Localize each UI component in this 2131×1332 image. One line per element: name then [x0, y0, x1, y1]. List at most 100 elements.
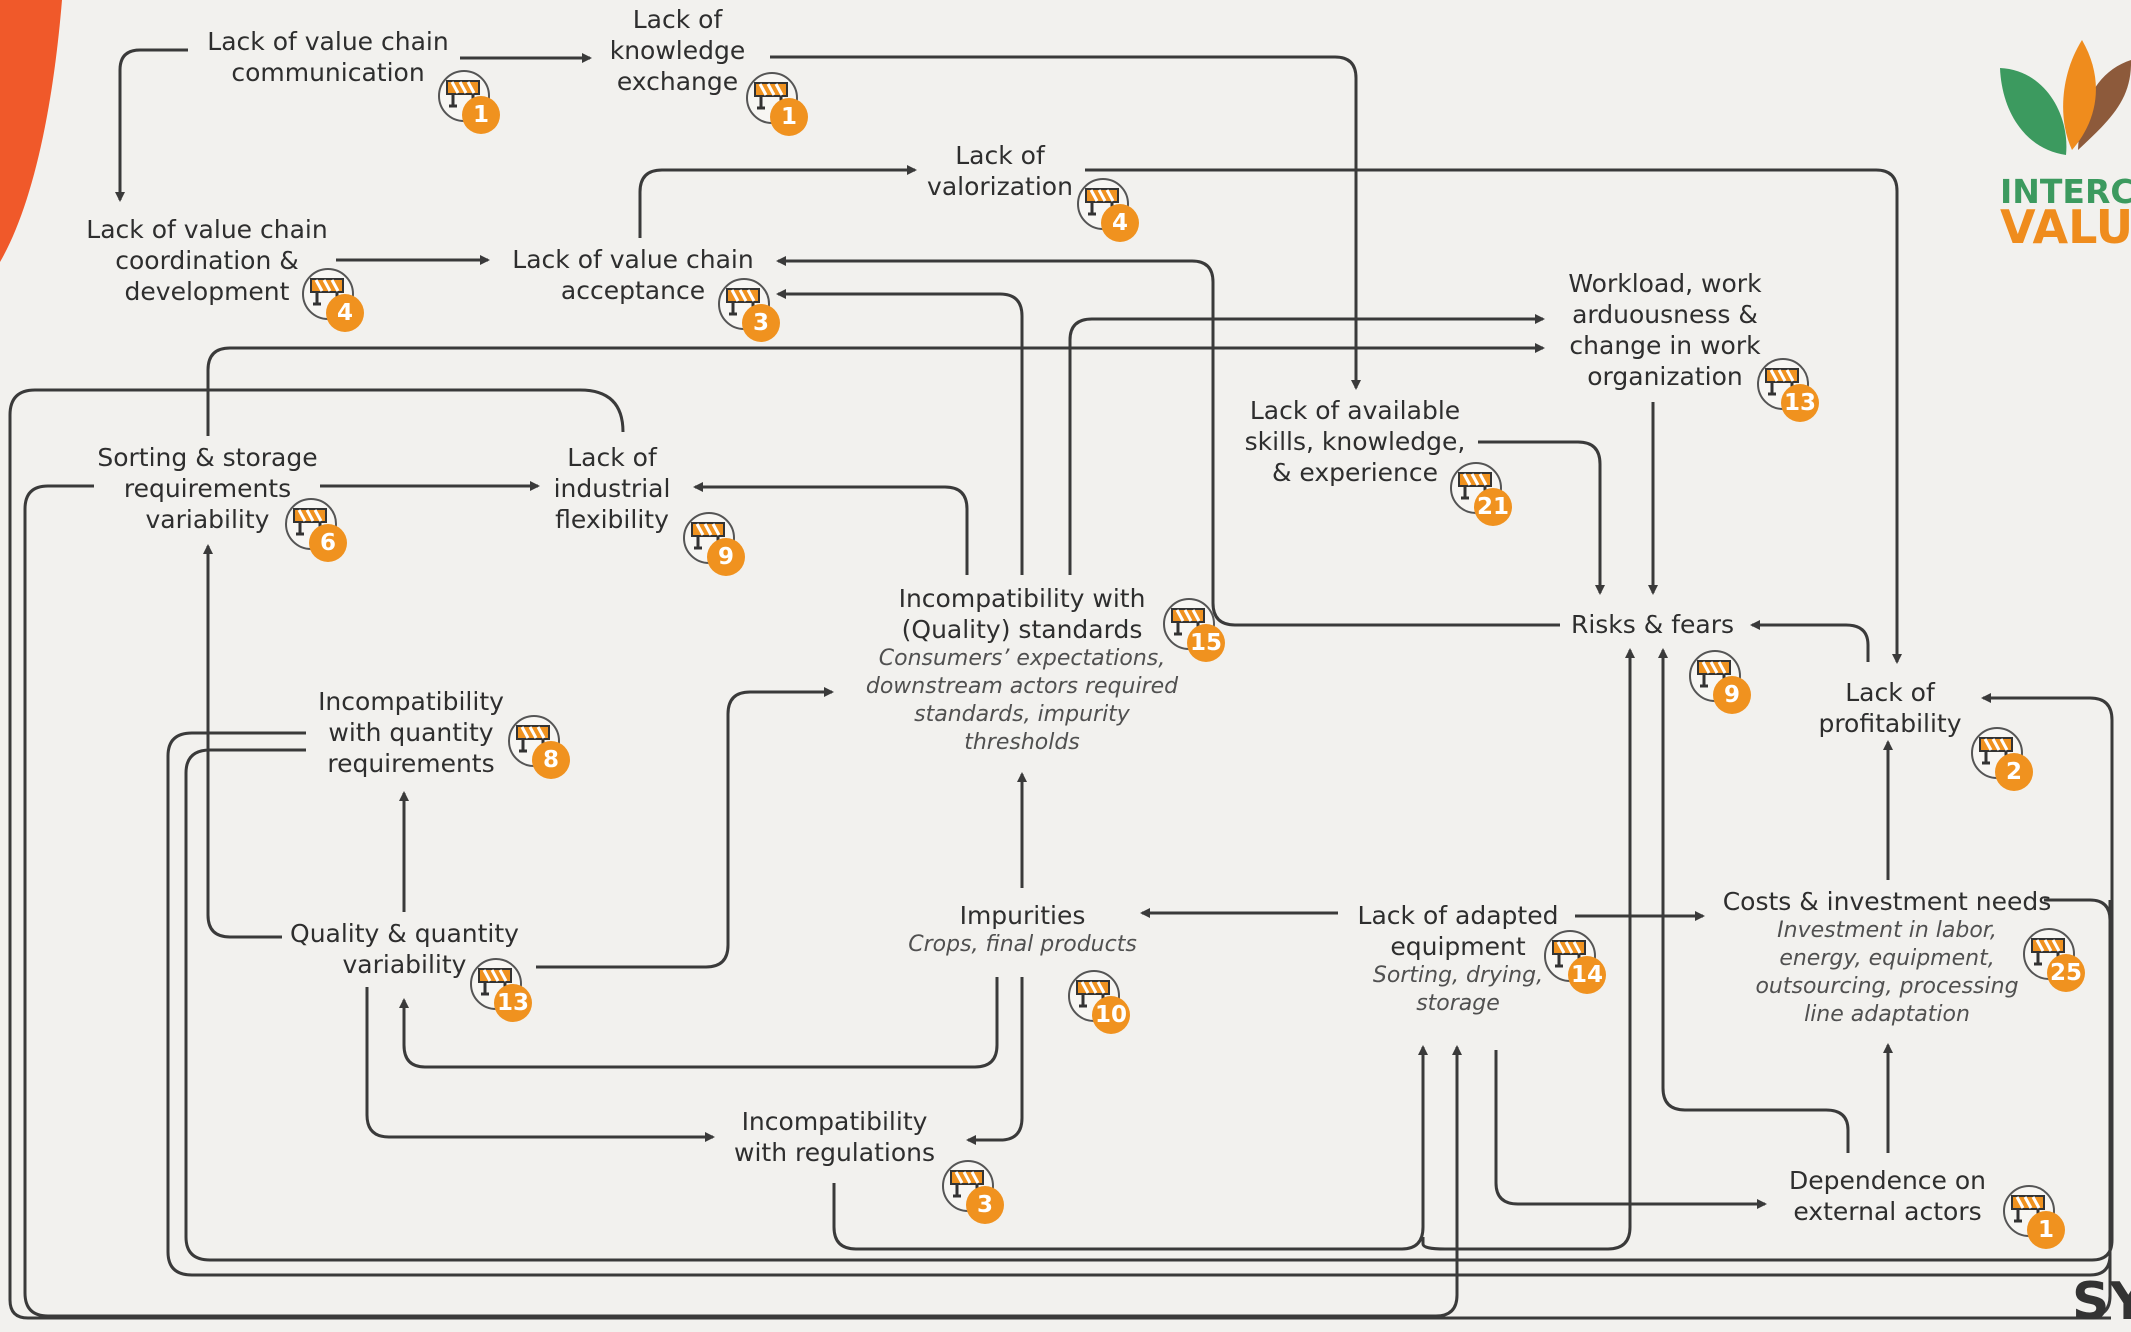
- barrier-badge: 13: [1757, 358, 1819, 422]
- barrier-badge: 3: [942, 1160, 1004, 1224]
- barrier-icon: [950, 1170, 984, 1198]
- node-title: Incompatibility with(Quality) standards: [898, 584, 1146, 644]
- arrow-quality-variability-to-regulations: [365, 987, 715, 1142]
- barrier-badge: 10: [1068, 970, 1130, 1034]
- arrow-quality-variability-to-sorting: [203, 544, 282, 939]
- arrow-skills-to-risks: [1478, 440, 1605, 595]
- barrier-count: 3: [742, 304, 780, 342]
- node-impurities: Impurities Crops, final products: [890, 900, 1155, 959]
- arrow-acceptance-to-valorization: [638, 165, 917, 238]
- logo-line-2: VALUE: [2000, 200, 2131, 254]
- node-risks-fears: Risks & fears: [1560, 609, 1745, 640]
- arrow-valorization-to-profitability: [1085, 168, 1902, 664]
- barrier-count: 1: [770, 98, 808, 136]
- barrier-count: 8: [532, 741, 570, 779]
- barrier-count: 4: [326, 294, 364, 332]
- barrier-count: 13: [1781, 384, 1819, 422]
- barrier-badge: 1: [746, 72, 808, 136]
- barrier-count: 14: [1568, 956, 1606, 994]
- arrow-standards-to-industrial-flexibility: [693, 482, 969, 575]
- barrier-count: 9: [707, 538, 745, 576]
- arrow-regulations-to-equipment: [832, 1045, 1428, 1251]
- barrier-count: 10: [1092, 996, 1130, 1034]
- node-title: Risks & fears: [1570, 610, 1735, 639]
- barrier-icon: [1697, 660, 1731, 688]
- node-subtitle: Crops, final products: [908, 932, 1137, 957]
- logo-leaf-brown: [2078, 60, 2131, 150]
- node-title: Impurities: [959, 901, 1086, 930]
- barrier-count: 1: [2027, 1211, 2065, 1249]
- arrow-equipment-to-dependence: [1494, 1050, 1767, 1209]
- barrier-icon: [1765, 368, 1799, 396]
- barrier-badge: 15: [1163, 598, 1225, 662]
- barrier-icon: [293, 508, 327, 536]
- barrier-badge: 2: [1971, 727, 2033, 791]
- barrier-badge: 13: [470, 958, 532, 1022]
- decor-red-shape: [0, 0, 62, 262]
- node-title: Costs & investment needs: [1722, 887, 2052, 916]
- barrier-icon: [726, 288, 760, 316]
- barrier-count: 21: [1474, 488, 1512, 526]
- logo-leaf-orange: [2063, 40, 2096, 150]
- barrier-icon: [2011, 1195, 2045, 1223]
- barrier-icon: [1171, 608, 1205, 636]
- corner-logo-text: SY: [2072, 1272, 2131, 1332]
- node-subtitle: Investment in labor,energy, equipment,ou…: [1755, 918, 2019, 1027]
- barrier-icon: [1085, 188, 1119, 216]
- arrow-impurities-to-quality-variability: [399, 977, 999, 1069]
- arrow-industrial-flexibility-loop: [8, 388, 2111, 1320]
- logo-line-1: INTERCRO: [2000, 172, 2131, 211]
- barrier-badge: 1: [2003, 1185, 2065, 1249]
- arrow-quantity-requirements-loop-a: [166, 731, 2112, 1277]
- barrier-badge: 6: [285, 498, 347, 562]
- barrier-icon: [2031, 938, 2065, 966]
- barrier-count: 1: [462, 96, 500, 134]
- barrier-badge: 21: [1450, 462, 1512, 526]
- arrow-profitability-to-risks: [1750, 620, 1870, 662]
- node-costs-investment: Costs & investment needs Investment in l…: [1712, 886, 2062, 1029]
- arrow-standards-to-workload: [1068, 314, 1545, 575]
- barrier-icon: [1552, 940, 1586, 968]
- logo-leaves: [2000, 40, 2131, 155]
- node-subtitle: Consumers’ expectations,downstream actor…: [865, 646, 1179, 755]
- barrier-count: 4: [1101, 204, 1139, 242]
- barrier-badge: 9: [1689, 650, 1751, 714]
- node-quality-standards: Incompatibility with(Quality) standards …: [842, 583, 1202, 757]
- arrow-sorting-to-workload: [206, 343, 1545, 436]
- barrier-count: 9: [1713, 676, 1751, 714]
- barrier-badge: 3: [718, 278, 780, 342]
- arrow-quantity-requirements-loop-b: [184, 693, 2114, 1262]
- barrier-badge: 4: [302, 268, 364, 332]
- arrow-impurities-to-regulations: [966, 977, 1024, 1145]
- barrier-badge: 4: [1077, 178, 1139, 242]
- arrow-regulations-to-risks: [1421, 648, 1635, 1251]
- barrier-count: 6: [309, 524, 347, 562]
